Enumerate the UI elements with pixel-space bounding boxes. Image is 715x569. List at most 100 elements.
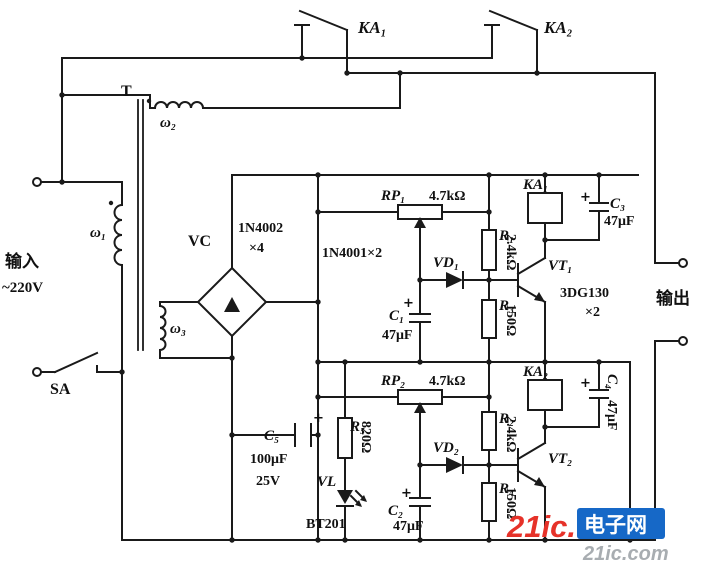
cap-c5-plus: + — [313, 411, 324, 426]
indicator-wiring — [336, 361, 367, 541]
cap-c1-plus: + — [403, 296, 414, 311]
diode-vd1-triangle — [446, 272, 463, 288]
pot-rp2-value: 4.7kΩ — [429, 374, 466, 389]
pot-rp1-wiper-arrow — [414, 217, 426, 228]
cap-c3-value: 47μF — [604, 214, 635, 229]
cap-c2-value: 47μF — [393, 519, 424, 534]
resistor-r1-label: R₁ — [498, 228, 514, 244]
resistor-r5-label: R₅ — [349, 419, 365, 435]
winding-w2-polarity-dot — [146, 98, 152, 104]
led-ray-arrow-2 — [360, 495, 367, 502]
labels: KA₁ KA₂ T ω₂ ω₁ ω₃ 输入 ~220V SA VC 1N4002… — [2, 18, 690, 534]
watermark-domain: 21ic.com — [582, 543, 669, 565]
resistor-r3-body — [481, 299, 497, 339]
rectifier-type-label: 1N4002 — [238, 221, 283, 236]
rectifier-qty-label: ×4 — [249, 241, 264, 256]
diode-vd1-label: VD₁ — [433, 255, 459, 271]
pot-rp2-body — [397, 389, 443, 405]
resistor-r4-value: 150Ω — [503, 487, 518, 519]
transistor-vt1-label: VT₁ — [548, 258, 572, 274]
cap-c1-value: 47μF — [382, 328, 413, 343]
input-title: 输入 — [5, 251, 39, 272]
led-vl-label: VL — [317, 474, 336, 490]
filter-cap-wiring — [231, 423, 319, 447]
cap-c3-label: C₃ — [610, 196, 625, 212]
input-voltage: ~220V — [2, 280, 43, 296]
cap-c4-plus: + — [580, 376, 591, 391]
mains-top-wiring — [61, 9, 680, 264]
winding-w1 — [113, 203, 124, 267]
cap-c4-label: C₄ — [604, 374, 620, 389]
resistor-r3-label: R₃ — [498, 298, 514, 314]
resistor-r2-value: 2.4kΩ — [503, 416, 518, 453]
vt1-emitter-arrow — [534, 292, 545, 302]
relay-contact-ka2-label: KA₂ — [543, 18, 573, 37]
cap-c4-value: 47μF — [604, 400, 619, 431]
pot-rp1-value: 4.7kΩ — [429, 189, 466, 204]
led-type-label: BT201 — [306, 517, 346, 532]
pot-rp2-wiper-arrow — [414, 402, 426, 413]
dc-rails — [231, 174, 639, 541]
diode-vd2-label: VD₂ — [433, 440, 459, 456]
rectifier-vc-label: VC — [188, 233, 211, 250]
input-terminal-bottom — [32, 367, 42, 377]
winding-w2 — [61, 72, 401, 110]
transistor-type-label: 3DG130 — [560, 286, 609, 301]
terminals — [32, 177, 688, 377]
transistor-qty-label: ×2 — [585, 305, 600, 320]
bottom-rail — [121, 340, 680, 541]
led-vl-triangle — [337, 490, 353, 504]
cap-c2-plus: + — [401, 486, 412, 501]
winding-w3 — [158, 301, 233, 359]
input-terminal-top — [32, 177, 42, 187]
cap-c5-value: 100μF — [250, 452, 288, 467]
output-terminal-bottom — [678, 336, 688, 346]
output-terminal-top — [678, 258, 688, 268]
resistor-r4-label: R₄ — [498, 481, 514, 497]
pot-rp2-label: RP₂ — [380, 373, 405, 389]
led-ray-arrow-1 — [355, 500, 362, 507]
cap-c1-label: C₁ — [389, 308, 404, 324]
relay-coil-ka2-body — [527, 379, 563, 411]
winding-w3-label: ω₃ — [170, 321, 186, 337]
resistor-r4-body — [481, 482, 497, 522]
resistor-r2-body — [481, 411, 497, 451]
diode-pair-type-label: 1N4001×2 — [322, 246, 382, 261]
cap-c5-voltage: 25V — [256, 474, 280, 489]
wire-layer — [40, 9, 680, 541]
transformer-label: T — [121, 83, 132, 100]
watermark: 21ic. 电子网 21ic.com — [506, 508, 669, 565]
watermark-brand: 21ic. — [506, 509, 576, 544]
resistor-r2-label: R₂ — [498, 411, 514, 427]
pot-rp1-body — [397, 204, 443, 220]
relay-coil-ka1-label: KA₁ — [522, 177, 548, 193]
watermark-cn-badge — [577, 508, 665, 539]
transformer-core — [137, 99, 144, 351]
resistor-r5-body — [337, 417, 353, 459]
relay-coil-ka1-body — [527, 192, 563, 224]
relay-contact-ka1-label: KA₁ — [357, 18, 387, 37]
winding-w2-label: ω₂ — [160, 115, 176, 131]
resistor-r3-value: 150Ω — [503, 304, 518, 336]
winding-w1-label: ω₁ — [90, 225, 106, 241]
cap-c3-plus: + — [580, 190, 591, 205]
junction-dots — [59, 55, 633, 543]
resistor-r1-body — [481, 229, 497, 271]
resistor-r1-value: 2.4kΩ — [503, 234, 518, 271]
cap-c2-label: C₂ — [388, 503, 403, 519]
bridge-diode-triangle — [224, 297, 240, 312]
transistor-vt2-label: VT₂ — [548, 451, 572, 467]
input-left-wiring — [40, 57, 123, 541]
diode-symbols — [224, 217, 545, 507]
switch-sa-label: SA — [50, 381, 71, 398]
vt2-emitter-arrow — [534, 477, 545, 487]
pot-rp1-label: RP₁ — [380, 188, 405, 204]
output-title: 输出 — [656, 288, 690, 309]
cap-c5-label: C₅ — [264, 428, 279, 444]
winding-w1-polarity-dot — [108, 200, 114, 206]
relay-coil-ka2-label: KA₂ — [522, 364, 548, 380]
resistor-r5-value: 820Ω — [358, 421, 373, 453]
diode-vd2-triangle — [446, 457, 463, 473]
